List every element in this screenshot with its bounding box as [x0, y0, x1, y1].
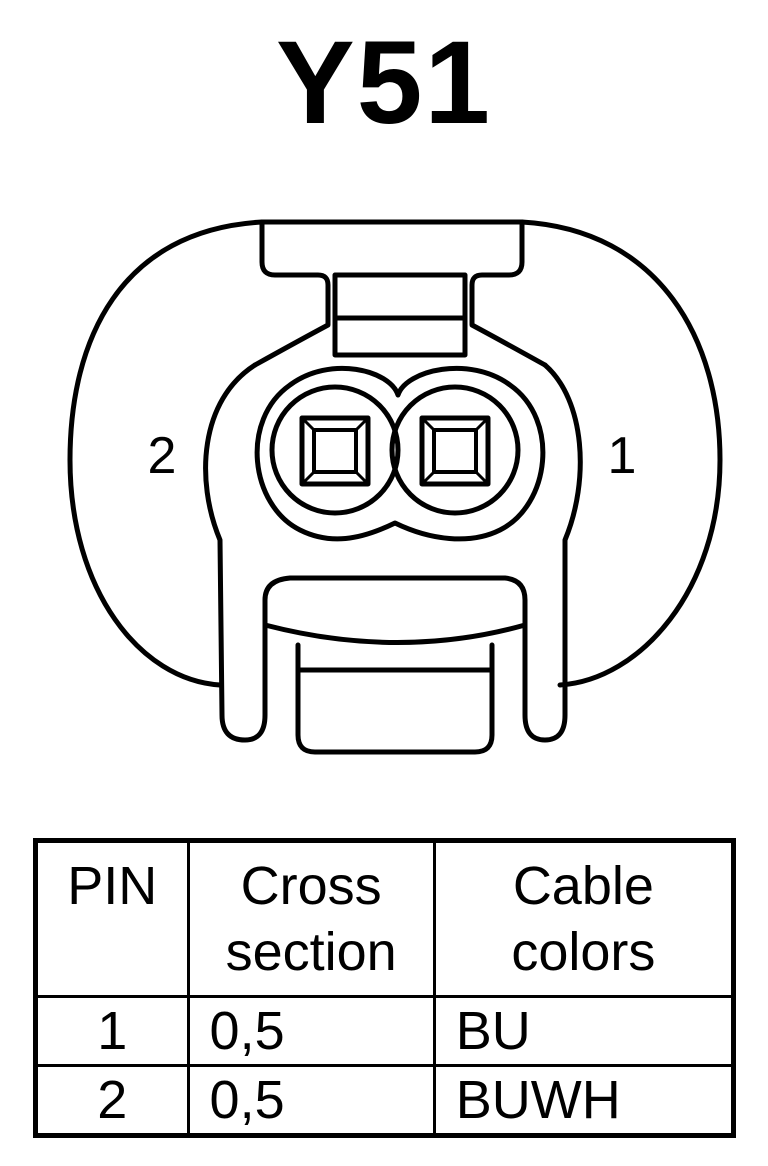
header-color-line-1: Cable — [512, 856, 654, 916]
row-2-cross-section: 0,5 — [186, 1064, 436, 1137]
header-cable-colors: Cable colors — [432, 839, 736, 998]
pin-label-2: 2 — [148, 427, 177, 485]
pin-2-socket — [269, 384, 401, 516]
lower-latch — [262, 622, 528, 645]
top-latch — [252, 219, 548, 368]
housing-outline — [67, 219, 723, 688]
header-cross-line-2: section — [225, 922, 397, 982]
top-latch-window — [332, 272, 468, 358]
pin-1-socket — [389, 384, 521, 516]
pin-assignment-table: PIN Cross section Cable colors 1 0,5 BU … — [33, 838, 736, 1138]
table-header-row: PIN Cross section Cable colors — [34, 839, 736, 998]
inner-body — [203, 362, 583, 743]
header-pin: PIN — [34, 839, 190, 998]
table-row: 2 0,5 BUWH — [34, 1064, 736, 1137]
row-1-cable-color: BU — [432, 995, 736, 1067]
row-1-pin: 1 — [34, 995, 190, 1067]
connector-diagram: 2 1 — [67, 219, 723, 755]
table-row: 1 0,5 BU — [34, 995, 736, 1067]
cavity-outline — [254, 365, 546, 542]
lower-tab — [295, 642, 495, 755]
header-color-line-2: colors — [511, 922, 656, 982]
connector-title: Y51 — [276, 17, 492, 149]
header-cross-section: Cross section — [186, 839, 436, 998]
header-pin-line: PIN — [67, 856, 158, 916]
row-2-cable-color: BUWH — [432, 1064, 736, 1137]
row-2-pin: 2 — [34, 1064, 190, 1137]
row-1-cross-section: 0,5 — [186, 995, 436, 1067]
header-cross-line-1: Cross — [240, 856, 382, 916]
pin-label-1: 1 — [608, 427, 637, 485]
